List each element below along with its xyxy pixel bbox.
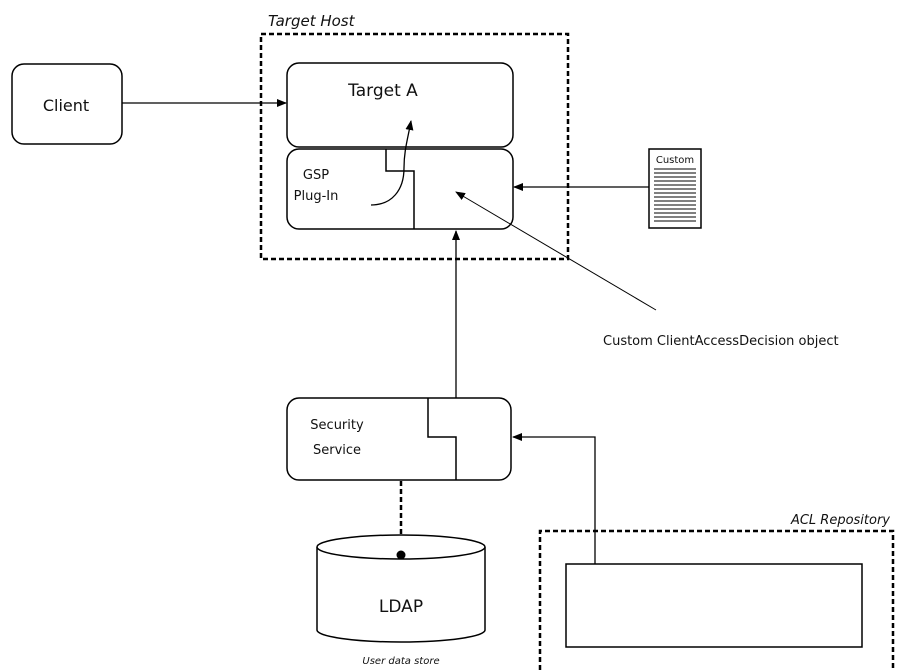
acl-repository-group bbox=[538, 529, 895, 670]
target-host-group bbox=[259, 32, 570, 261]
ldap-top-dot bbox=[396, 550, 406, 560]
acl-store-box[interactable] bbox=[565, 563, 863, 648]
acl-to-security-arrow bbox=[512, 433, 596, 564]
ldap-store[interactable] bbox=[316, 534, 486, 643]
security-label-line2: Service bbox=[313, 443, 361, 458]
plugin-to-target-curve bbox=[370, 120, 414, 206]
target-a-box[interactable] bbox=[286, 62, 514, 148]
security-service-notch bbox=[427, 398, 457, 480]
ldap-caption: User data store bbox=[362, 656, 439, 667]
gsp-label-line1: GSP bbox=[303, 168, 329, 183]
gsp-plugin-notch bbox=[385, 149, 415, 229]
target-a-label: Target A bbox=[347, 81, 418, 101]
client-box[interactable] bbox=[11, 63, 123, 145]
client-label: Client bbox=[43, 96, 89, 115]
annotation-custom-decision: Custom ClientAccessDecision object bbox=[603, 334, 839, 349]
custom-document-lines bbox=[654, 168, 696, 222]
annotation-pointer-arrow bbox=[455, 191, 657, 311]
target-host-label: Target Host bbox=[268, 12, 356, 30]
security-service-box[interactable] bbox=[286, 397, 512, 481]
custom-document-label: Custom bbox=[656, 155, 694, 166]
security-label-line1: Security bbox=[310, 418, 364, 433]
ldap-label: LDAP bbox=[379, 597, 423, 617]
gsp-label-line2: Plug-In bbox=[294, 189, 339, 204]
acl-repository-label: ACL Repository bbox=[790, 513, 890, 528]
